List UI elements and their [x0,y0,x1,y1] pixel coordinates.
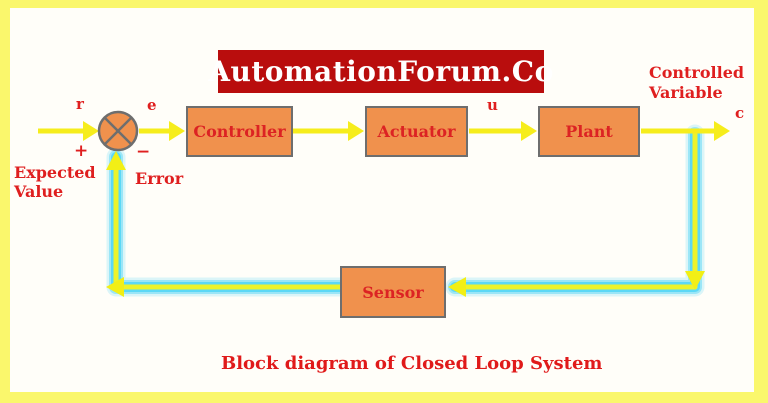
label-plus-sign: + [74,141,89,161]
controller-actuator-arrowhead-icon [348,121,364,141]
label-expected-value-line2: Value [14,182,64,201]
summing-junction-icon [97,110,139,152]
block-plant-label: Plant [565,122,613,141]
label-control-signal-u: u [487,96,498,114]
feedback-down-arrowhead-icon [685,271,705,290]
label-error-signal-e: e [147,96,157,114]
label-expected-value-line1: Expected [14,163,96,182]
label-controlled-variable-line1: Controlled [649,63,745,82]
label-minus-sign: − [136,142,151,162]
block-actuator: Actuator [365,106,468,157]
input-arrowhead-icon [83,121,99,141]
block-sensor-label: Sensor [362,282,424,302]
block-sensor: Sensor [340,266,446,318]
feedback-into-sensor-arrowhead-icon [448,277,466,297]
block-actuator-label: Actuator [377,122,456,141]
error-arrowhead-icon [169,121,185,141]
label-output-signal-c: c [735,104,745,122]
label-input-signal-r: r [76,95,84,113]
block-controller: Controller [186,106,293,157]
site-banner: AutomationForum.Co [208,50,553,93]
label-error: Error [135,169,184,188]
site-banner-title: AutomationForum.Co [208,55,554,88]
feedback-corner-arrowhead-icon [106,277,124,297]
diagram-caption: Block diagram of Closed Loop System [221,353,603,374]
label-expected-value: Expected Value [14,163,96,201]
forward-arrowheads [83,121,730,141]
feedback-up-arrowhead-icon [106,151,126,170]
label-controlled-variable: Controlled Variable [649,63,744,103]
actuator-plant-arrowhead-icon [521,121,537,141]
output-arrowhead-icon [714,121,730,141]
block-plant: Plant [538,106,640,157]
block-controller-label: Controller [193,122,286,141]
label-controlled-variable-line2: Variable [649,83,723,102]
